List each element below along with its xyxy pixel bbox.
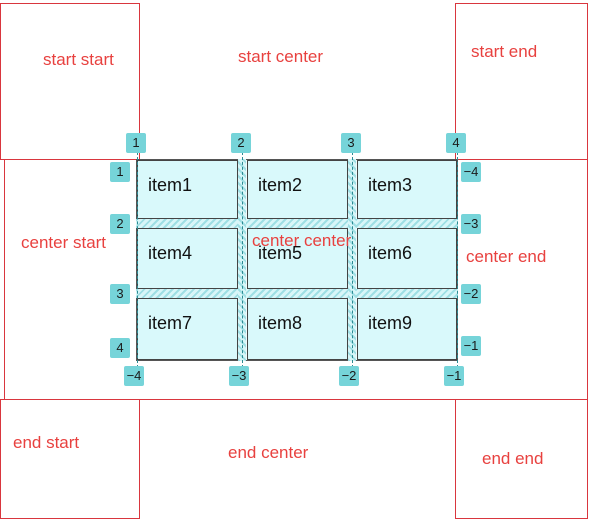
column-line-badge-3: 3 [341,133,361,153]
item-label: item5 [258,243,303,263]
row-gap-2 [136,289,458,298]
column-line-badge-neg-1: −1 [444,366,464,386]
column-line-badge-neg-4: −4 [124,366,144,386]
item-label: item3 [368,175,413,195]
label-end-start: end start [13,433,80,452]
label-end-center: end center [228,443,309,462]
grid-item-3[interactable]: item3 [357,160,457,219]
grid-item-8[interactable]: item8 [247,298,348,360]
row-line-badge-neg-2: −2 [461,284,481,304]
column-line-3 [352,152,353,368]
column-line-badge-neg-3: −3 [229,366,249,386]
column-line-badge-2: 2 [231,133,251,153]
area-start-start [0,3,140,160]
column-line-badge-4: 4 [446,133,466,153]
label-center-end: center end [466,247,547,266]
grid-item-1[interactable]: item1 [137,160,238,219]
label-end-end: end end [482,449,544,468]
area-end-start [0,399,140,519]
column-line-4 [457,152,458,368]
column-line-badge-1: 1 [126,133,146,153]
item-label: item9 [368,313,413,333]
grid-item-7[interactable]: item7 [137,298,238,360]
row-gap-1 [136,219,458,228]
label-start-start: start start [43,50,114,69]
row-line-badge-2: 2 [110,214,130,234]
label-start-center: start center [238,47,324,66]
item-label: item8 [258,313,303,333]
row-line-badge-3: 3 [110,284,130,304]
item-label: item7 [148,313,193,333]
column-line-badge-neg-2: −2 [339,366,359,386]
row-line-badge-4: 4 [110,338,130,358]
grid-item-4[interactable]: item4 [137,228,238,289]
grid-item-6[interactable]: item6 [357,228,457,289]
area-start-end [455,3,588,160]
label-center-start: center start [21,233,107,252]
column-line-1 [137,152,138,368]
label-start-end: start end [471,42,538,61]
row-line-badge-1: 1 [110,162,130,182]
item-label: item6 [368,243,413,263]
grid-item-5[interactable]: item5 [247,228,348,289]
grid-item-2[interactable]: item2 [247,160,348,219]
row-line-badge-neg-1: −1 [461,336,481,356]
item-label: item4 [148,243,193,263]
item-label: item1 [148,175,193,195]
label-center-center: center center [252,231,352,250]
row-line-badge-neg-3: −3 [461,214,481,234]
column-line-2 [242,152,243,368]
row-line-badge-neg-4: −4 [461,162,481,182]
item-label: item2 [258,175,303,195]
grid-item-9[interactable]: item9 [357,298,457,360]
